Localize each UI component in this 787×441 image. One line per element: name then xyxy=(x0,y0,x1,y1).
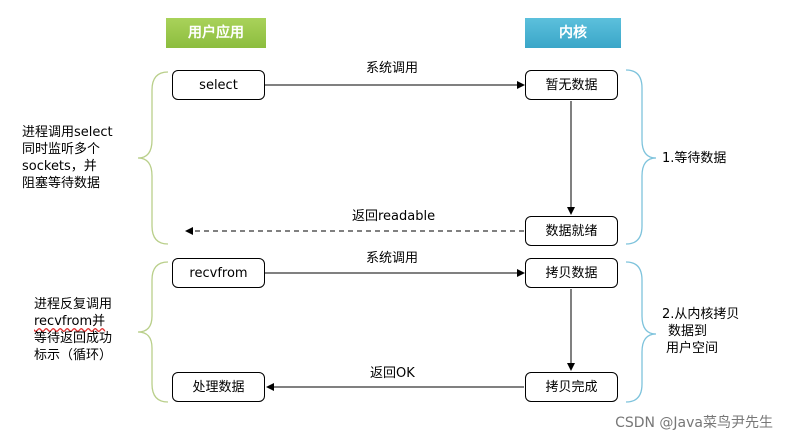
left-note-bottom-line: 进程反复调用 xyxy=(34,297,113,312)
right-note-top: 1.等待数据 xyxy=(662,150,726,167)
left-brace-bottom xyxy=(137,261,169,403)
select-box: select xyxy=(172,70,265,100)
right-note-top-line: 1.等待数据 xyxy=(662,151,727,166)
right-note-bottom-line: 用户空间 xyxy=(666,341,719,356)
right-note-bottom-line: 2.从内核拷贝 xyxy=(662,307,740,322)
left-note-bottom: 进程反复调用 recvfrom并 等待返回成功 标示（循环） xyxy=(34,296,112,364)
no-data-box: 暂无数据 xyxy=(525,70,618,100)
syscall-label-bottom: 系统调用 xyxy=(366,251,419,266)
left-note-top-line: sockets，并 xyxy=(22,159,97,174)
syscall-label-top: 系统调用 xyxy=(366,61,419,76)
left-note-top-line: 同时监听多个 xyxy=(22,142,101,157)
left-note-bottom-line: 等待返回成功 xyxy=(34,331,113,346)
right-note-bottom-line: 数据到 xyxy=(668,324,708,339)
right-brace-top xyxy=(625,69,657,245)
left-brace-top xyxy=(137,71,169,245)
left-note-top: 进程调用select 同时监听多个 sockets，并 阻塞等待数据 xyxy=(22,124,113,192)
return-readable-label: 返回readable xyxy=(352,209,436,224)
recvfrom-box: recvfrom xyxy=(172,258,265,288)
return-ok-label: 返回OK xyxy=(370,366,415,381)
left-note-bottom-line: 标示（循环） xyxy=(34,348,113,363)
left-note-top-line: 阻塞等待数据 xyxy=(22,176,101,191)
data-ready-box: 数据就绪 xyxy=(525,216,618,246)
csdn-watermark: CSDN @Java菜鸟尹先生 xyxy=(615,415,773,431)
right-brace-bottom xyxy=(625,261,657,403)
left-note-top-line: 进程调用select xyxy=(22,125,113,140)
copy-data-box: 拷贝数据 xyxy=(525,258,618,288)
process-data-box: 处理数据 xyxy=(172,372,265,402)
kernel-header: 内核 xyxy=(525,18,621,48)
right-note-bottom: 2.从内核拷贝 数据到 用户空间 xyxy=(662,306,739,357)
copy-done-box: 拷贝完成 xyxy=(525,372,618,402)
left-note-bottom-line: recvfrom并 xyxy=(34,314,106,329)
user-app-header: 用户应用 xyxy=(166,18,266,48)
